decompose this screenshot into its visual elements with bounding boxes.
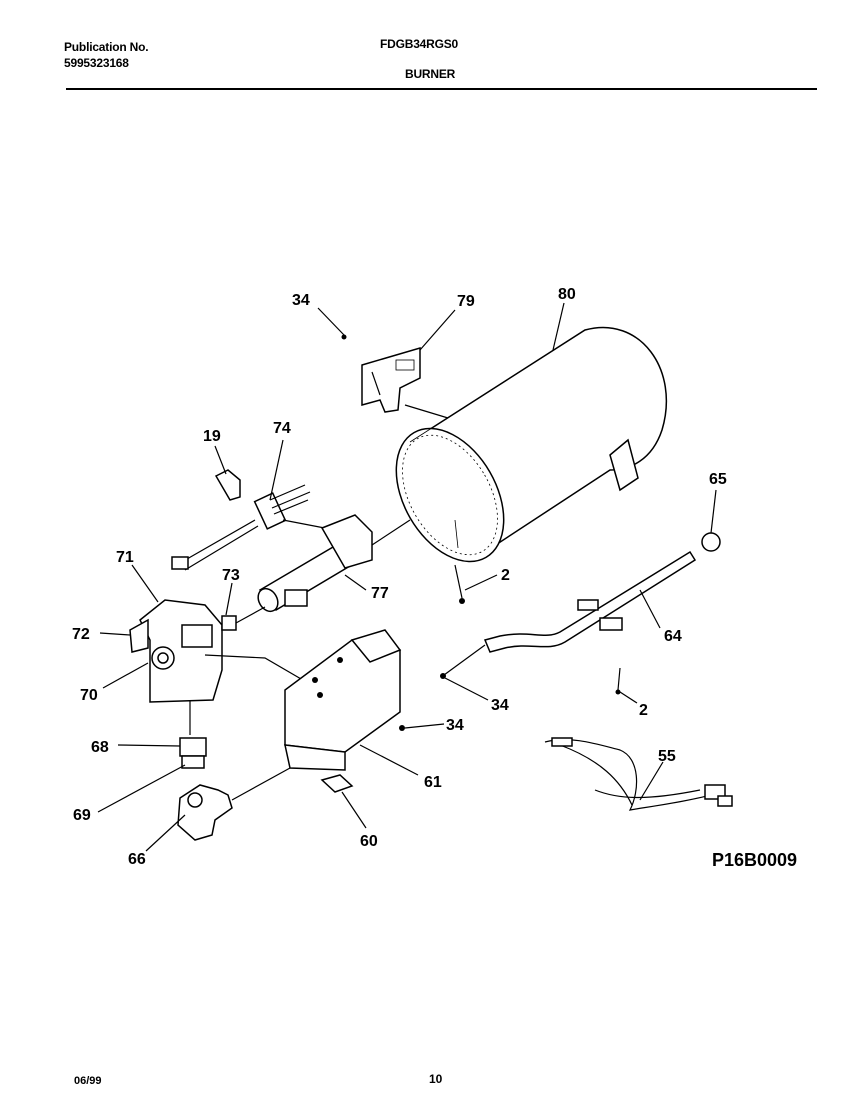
page-number: 10 (429, 1072, 443, 1086)
clip (320, 774, 354, 793)
publication-number: 5995323168 (64, 56, 129, 70)
header-rule (66, 88, 817, 90)
igniter-assembly (171, 469, 336, 571)
drum-bracket (361, 346, 449, 419)
gas-valve (129, 599, 321, 735)
callouts: 34 79 80 19 74 65 71 73 2 77 72 64 70 34… (72, 286, 727, 868)
publication-label: Publication No. (64, 40, 149, 54)
callout-70: 70 (80, 687, 98, 704)
mounting-plate (284, 629, 402, 771)
section-title: BURNER (405, 67, 456, 81)
callout-69: 69 (73, 807, 91, 824)
callout-19: 19 (203, 428, 221, 445)
callout-61: 61 (424, 774, 442, 791)
callout-66: 66 (128, 851, 146, 868)
callout-60: 60 (360, 833, 378, 850)
callout-65: 65 (709, 471, 727, 488)
callout-34: 34 (446, 717, 464, 734)
callout-2: 2 (501, 567, 510, 584)
model-number: FDGB34RGS0 (380, 37, 459, 51)
diagram-code: P16B0009 (712, 850, 798, 870)
callout-34: 34 (491, 697, 509, 714)
callout-55: 55 (658, 748, 676, 765)
callout-64: 64 (664, 628, 682, 645)
leader-lines (97, 302, 717, 852)
burner-tube (257, 514, 411, 613)
wire-harness (544, 737, 733, 811)
gas-supply-pipe (443, 532, 721, 676)
callout-2: 2 (639, 702, 648, 719)
footer-date: 06/99 (74, 1075, 102, 1087)
screws (341, 334, 621, 731)
callout-34: 34 (292, 292, 310, 309)
callout-71: 71 (116, 549, 134, 566)
gas-fittings (177, 737, 291, 841)
callout-77: 77 (371, 585, 389, 602)
callout-68: 68 (91, 739, 109, 756)
burner-drum (395, 326, 668, 563)
callout-74: 74 (273, 420, 291, 437)
callout-73: 73 (222, 567, 240, 584)
callout-72: 72 (72, 626, 90, 643)
callout-79: 79 (457, 293, 475, 310)
callout-80: 80 (558, 286, 576, 303)
